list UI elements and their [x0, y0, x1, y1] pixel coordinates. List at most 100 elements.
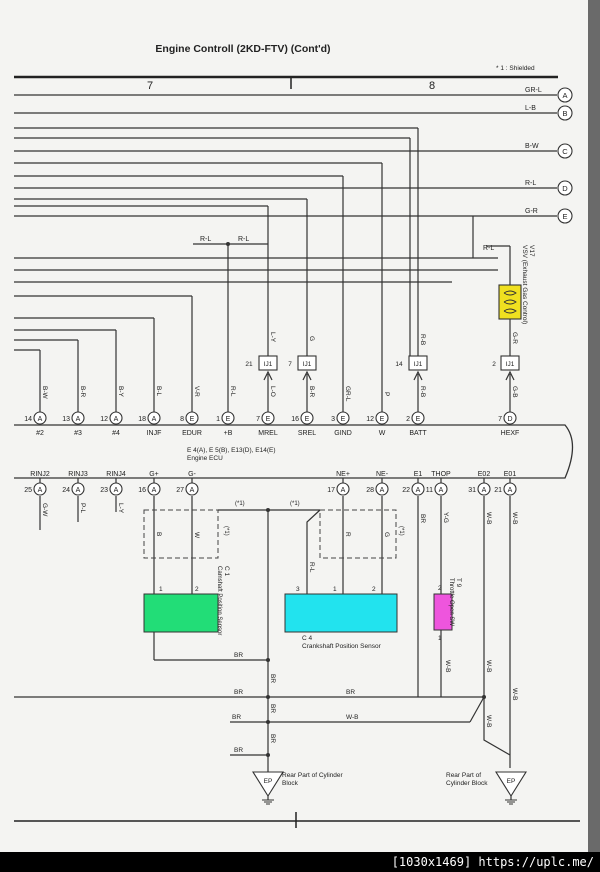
wire-label-b9: W-B [485, 512, 492, 525]
svg-text:A: A [439, 487, 444, 494]
svg-text:L-Y: L-Y [269, 332, 276, 343]
column-7: 7 [147, 80, 153, 92]
wire-label-b1: P-L [79, 503, 86, 514]
svg-text:E: E [416, 416, 421, 423]
splice-dot [266, 658, 270, 662]
vsv-label: V17 VSV (Exhaust Gas Control) [521, 245, 535, 324]
throttle-open-switch [433, 593, 453, 631]
svg-text:A: A [152, 487, 157, 494]
svg-text:EDUR: EDUR [182, 430, 202, 437]
svg-text:RINJ4: RINJ4 [106, 471, 126, 478]
svg-text:A: A [38, 487, 43, 494]
ecu-terminal-nex: NE+A17 [327, 471, 350, 496]
wire-label-t7: B-R [308, 386, 315, 398]
svg-text:D: D [562, 184, 568, 193]
svg-text:A: A [114, 487, 119, 494]
svg-text:E: E [341, 416, 346, 423]
svg-text:VSV (Exhaust Gas Control): VSV (Exhaust Gas Control) [521, 245, 528, 324]
svg-text:G: G [308, 336, 315, 341]
svg-text:2: 2 [406, 416, 410, 423]
svg-text:Throttle Open SW: Throttle Open SW [448, 578, 454, 626]
svg-text:7: 7 [288, 361, 292, 368]
wire-label-b5: R [344, 532, 351, 537]
svg-text:A: A [152, 416, 157, 423]
paper [0, 0, 590, 852]
svg-text:IJ1: IJ1 [414, 361, 423, 368]
svg-text:22: 22 [402, 487, 410, 494]
wire-label-t4: V-R [193, 386, 200, 397]
ecu-terminal-x2: A 14 #2 [24, 411, 47, 437]
svg-text:23: 23 [100, 487, 108, 494]
ecu-terminal-gx: G+A16 [138, 471, 161, 496]
crank-sensor-name: Crankshaft Position Sensor [302, 643, 382, 650]
svg-text:A: A [341, 487, 346, 494]
svg-text:12: 12 [100, 416, 108, 423]
wire-label-t8: GR-L [344, 386, 351, 402]
crank-pin-3: 3 [296, 586, 300, 593]
svg-text:#4: #4 [112, 430, 120, 437]
wire-label-b4: W [193, 532, 200, 539]
connector-B: B [557, 105, 573, 121]
svg-text:EP: EP [507, 778, 516, 785]
shield-mark-1: (*1) [223, 526, 229, 536]
svg-text:C 1: C 1 [223, 566, 230, 577]
svg-text:28: 28 [366, 487, 374, 494]
camshaft-position-sensor [143, 593, 219, 633]
connector-C: C [557, 143, 573, 159]
svg-text:A: A [508, 487, 513, 494]
column-8: 8 [429, 80, 435, 92]
wire-label-t5: R-L [229, 386, 236, 397]
wire-label-D: R-L [525, 180, 536, 187]
svg-text:E: E [190, 416, 195, 423]
wire-label-b2: L-Y [117, 503, 124, 514]
svg-text:25: 25 [24, 487, 32, 494]
svg-text:E01: E01 [504, 471, 517, 478]
ecu-terminal-x4: A12#4 [100, 411, 123, 437]
ecu-terminal-gx: G-A27 [176, 471, 199, 496]
svg-text:V17: V17 [528, 245, 535, 257]
camshaft-shield [143, 509, 219, 559]
svg-text:NE+: NE+ [336, 471, 350, 478]
junction-ij1-21: IJ1 21 L-Y [245, 332, 278, 381]
svg-text:A: A [190, 487, 195, 494]
ground-point-ep-left: EP [252, 768, 284, 800]
svg-text:E: E [226, 416, 231, 423]
svg-text:E: E [305, 416, 310, 423]
svg-text:NE-: NE- [376, 471, 389, 478]
svg-text:13: 13 [62, 416, 70, 423]
wire-label-br1: BR [234, 652, 243, 659]
splice-dot [266, 695, 270, 699]
svg-text:#2: #2 [36, 430, 44, 437]
svg-text:C: C [562, 147, 568, 156]
svg-text:B: B [562, 109, 567, 118]
svg-text:12: 12 [366, 416, 374, 423]
svg-text:21: 21 [494, 487, 502, 494]
wire-label-throttle-wb: W-B [444, 660, 451, 673]
diagram-title: Engine Controll (2KD-FTV) (Cont'd) [155, 43, 330, 55]
svg-text:E: E [266, 416, 271, 423]
svg-text:14: 14 [24, 416, 32, 423]
wire-label-br4: BR [234, 747, 243, 754]
splice-dot [482, 695, 486, 699]
wire-label-crank-rl: R-L [308, 562, 315, 573]
paper-edge-shadow [588, 0, 600, 852]
junction-ij1-14: IJ1 14 R-B [395, 334, 428, 381]
ecu-terminal-x3: A13#3 [62, 411, 85, 437]
svg-text:A: A [38, 416, 43, 423]
svg-text:MREL: MREL [258, 430, 278, 437]
wire-label-t2: B-Y [117, 386, 124, 398]
svg-text:A: A [76, 487, 81, 494]
svg-text:RINJ3: RINJ3 [68, 471, 88, 478]
svg-text:+B: +B [224, 430, 233, 437]
svg-text:E: E [562, 212, 567, 221]
wire-label-br8: BR [269, 734, 276, 743]
svg-text:G+: G+ [149, 471, 159, 478]
wire-label-b3: B [155, 532, 162, 536]
